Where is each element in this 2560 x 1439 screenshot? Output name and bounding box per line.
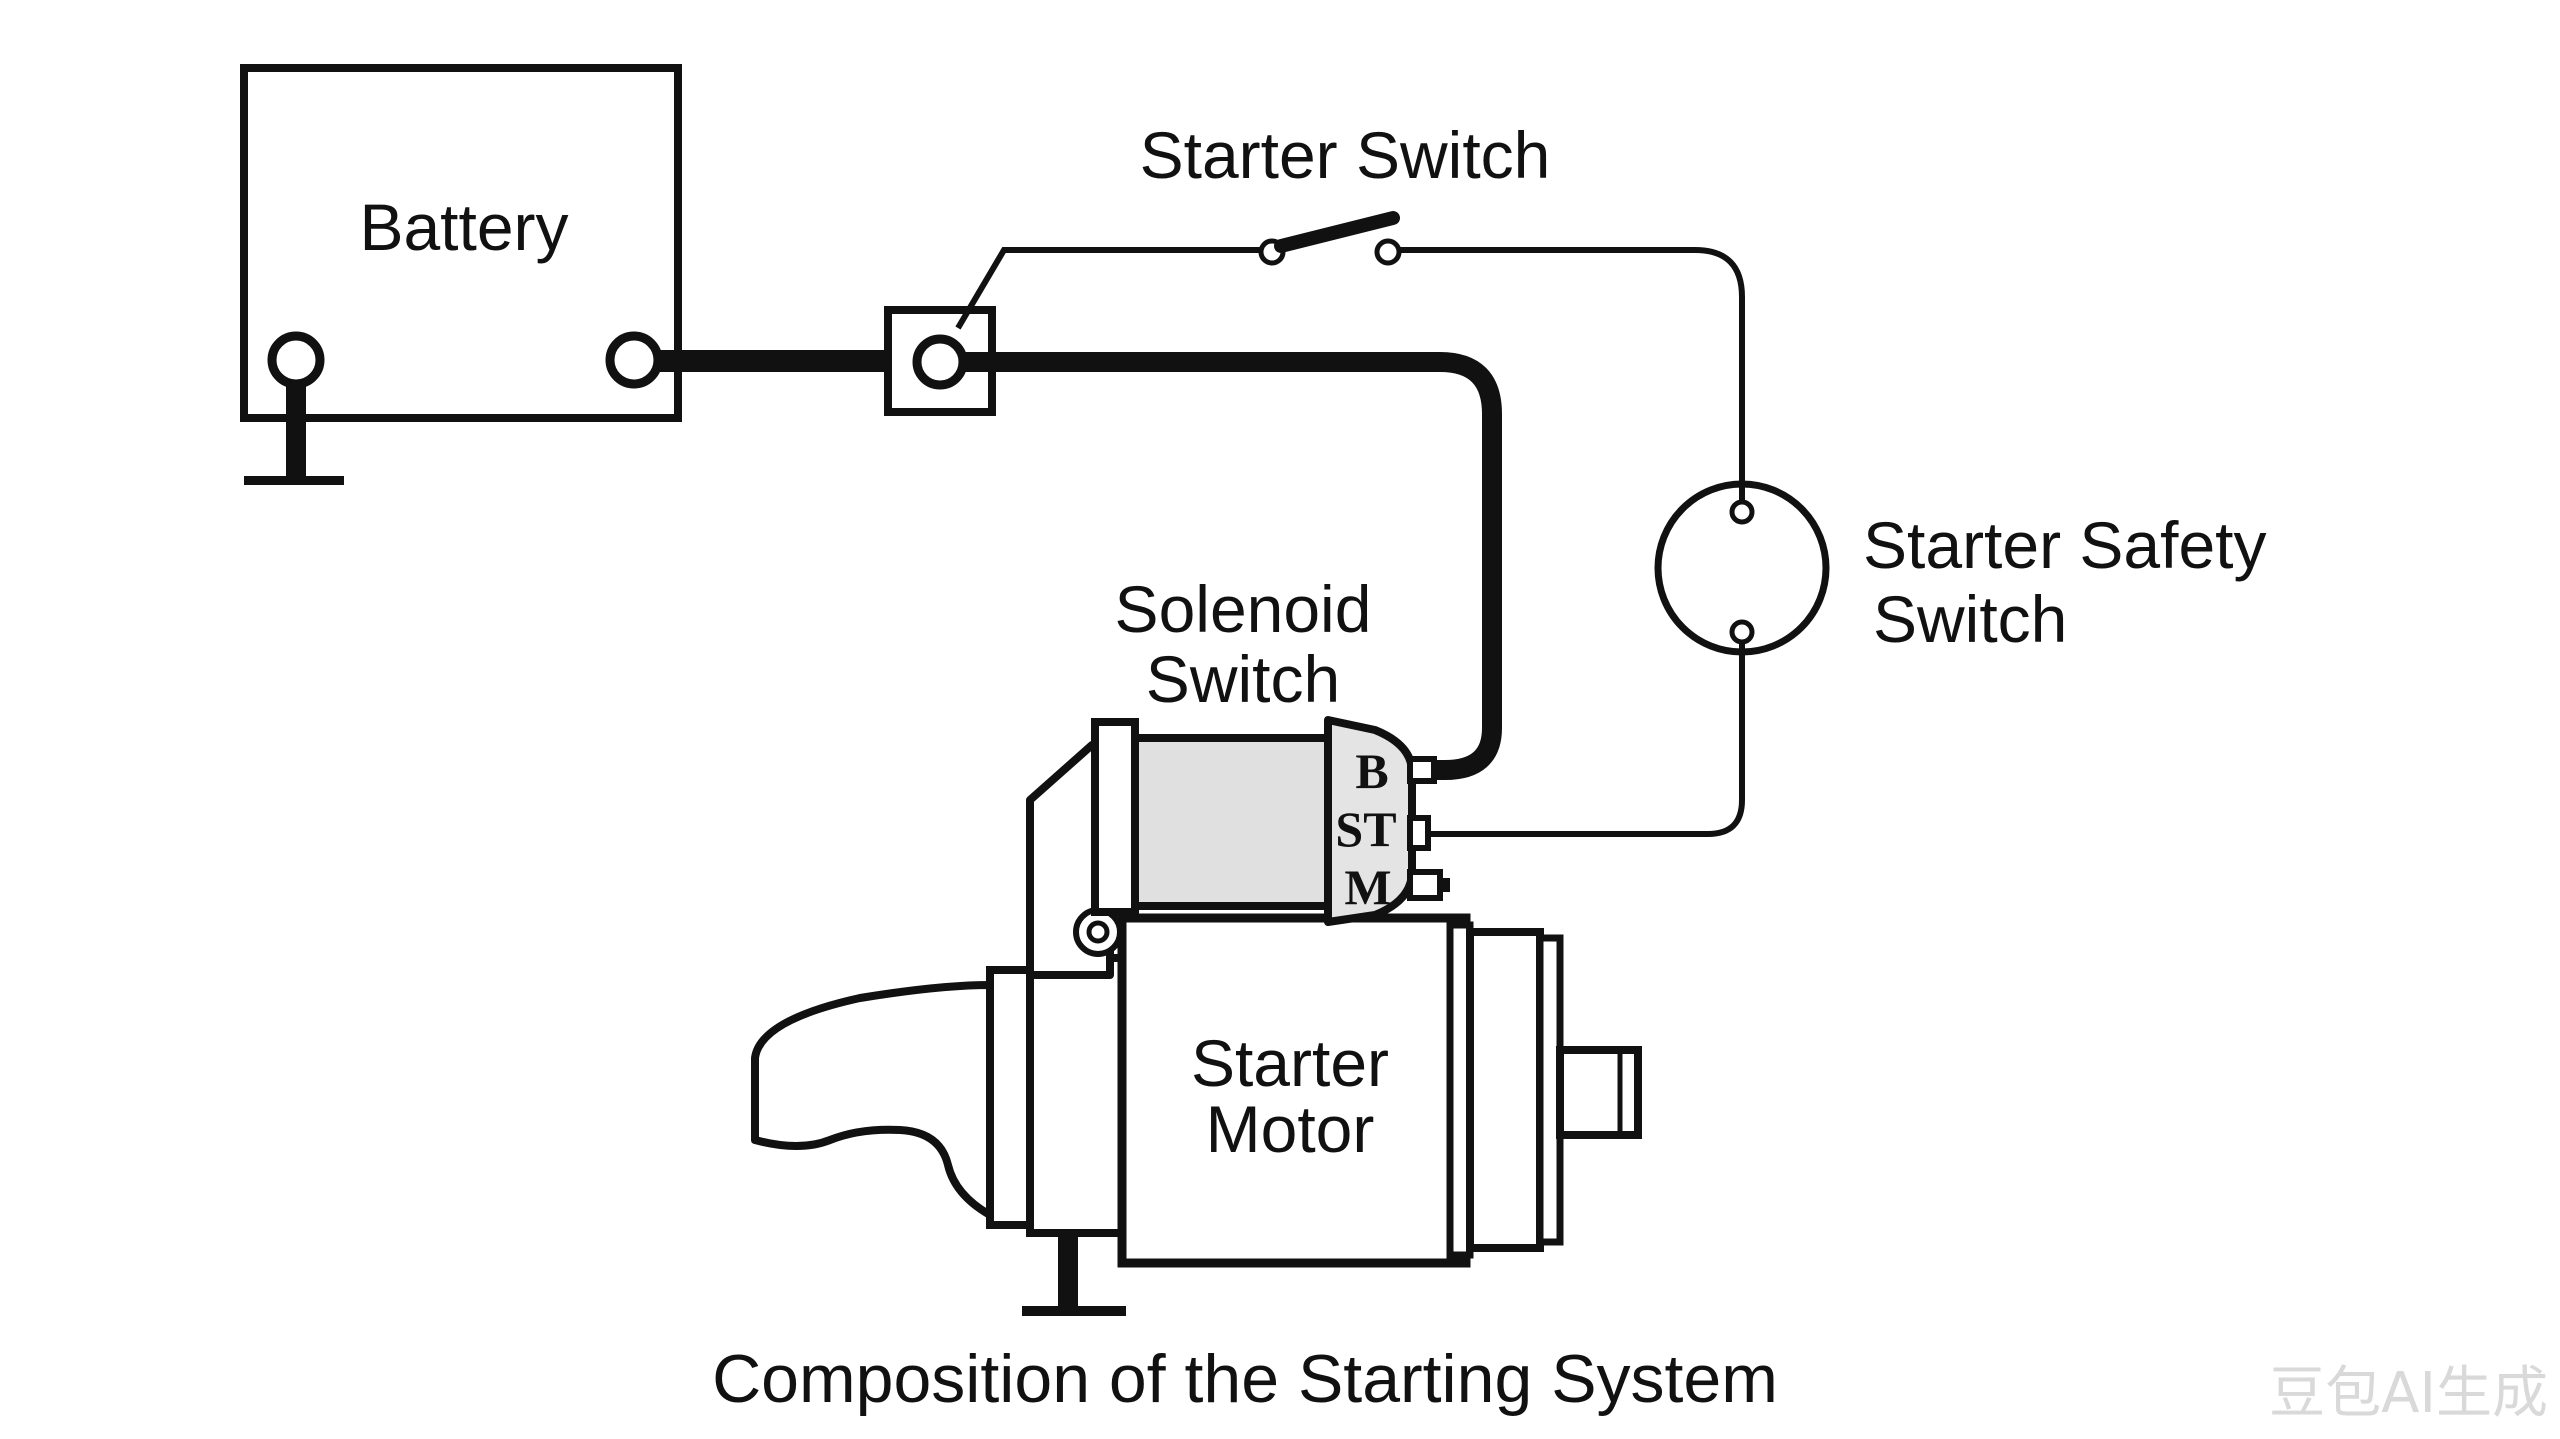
safety-switch-contact-top (1729, 499, 1755, 525)
safety-switch-contact-bottom (1729, 619, 1755, 645)
pivot-bolt-inner (1086, 920, 1110, 944)
solenoid-label-line2: Switch (1146, 642, 1340, 716)
motor-end-cap (1466, 928, 1544, 1252)
starter-motor-label-line2: Motor (1206, 1092, 1375, 1166)
ai-watermark: 豆包AI生成 (2269, 1361, 2548, 1426)
terminal-m-stud (1407, 869, 1443, 901)
starter-switch-label: Starter Switch (1140, 118, 1551, 192)
motor-body (1117, 913, 1471, 1268)
wire-safety-to-solenoid-st (1420, 642, 1745, 837)
terminal-m-label: M (1344, 859, 1391, 915)
terminal-b-stud (1407, 756, 1437, 784)
battery-positive-terminal (605, 331, 663, 389)
safety-switch-label-line2: Switch (1873, 582, 2067, 656)
motor-ground-post (1058, 1233, 1078, 1310)
battery-ground-symbol (244, 476, 344, 485)
battery-ground-post (286, 384, 306, 480)
solenoid-switch: B ST M (1091, 716, 1450, 926)
safety-switch-label-line1: Starter Safety (1863, 508, 2267, 582)
solenoid-body (1131, 734, 1339, 910)
wire-junction-to-switch (955, 247, 1272, 330)
starter-safety-switch (1654, 480, 1830, 656)
battery: Battery (240, 64, 682, 485)
starter-motor-label-line1: Starter (1191, 1026, 1389, 1100)
mounting-flange-inner (1026, 954, 1129, 1237)
terminal-b-label: B (1355, 743, 1388, 799)
terminal-st-stud (1407, 815, 1431, 851)
drive-housing (751, 981, 994, 1219)
battery-body (240, 64, 682, 422)
solenoid-end-plate (1091, 718, 1139, 916)
wire-switch-to-safety (1399, 247, 1745, 482)
battery-label: Battery (359, 190, 568, 264)
switch-lever (1274, 211, 1400, 253)
main-cable-to-solenoid (963, 352, 1502, 780)
solenoid-label-line1: Solenoid (1115, 572, 1372, 646)
switch-contact-right (1374, 238, 1402, 266)
starter-switch (1258, 211, 1402, 266)
starter-motor-assembly: Starter Motor (751, 741, 1642, 1316)
terminal-st-label: ST (1335, 801, 1396, 857)
battery-negative-terminal (267, 331, 325, 389)
diagram-caption: Composition of the Starting System (712, 1341, 1778, 1417)
mounting-flange-outer (986, 966, 1034, 1229)
motor-ground-symbol (1022, 1306, 1126, 1316)
battery-cable (658, 350, 908, 372)
motor-shaft (1556, 1046, 1642, 1139)
terminal-m-nut (1440, 878, 1450, 892)
